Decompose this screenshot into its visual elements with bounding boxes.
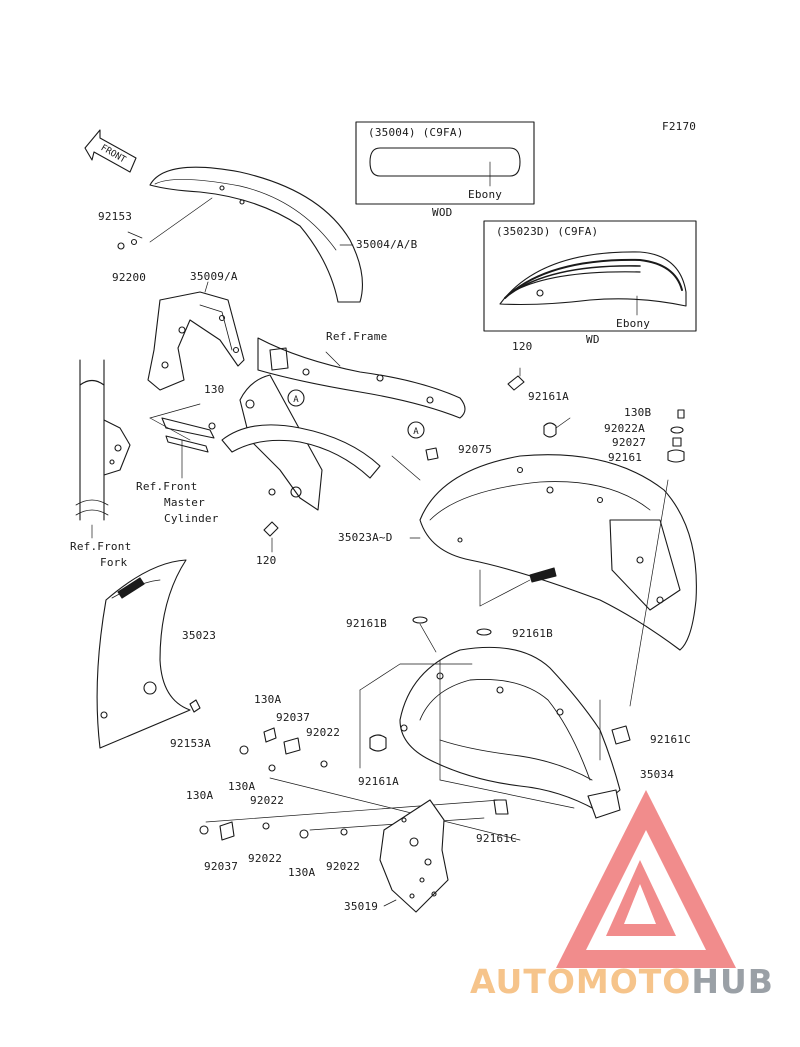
- ref-front-fork-2: Fork: [100, 556, 128, 569]
- part-92022a: 92022A: [604, 422, 645, 435]
- part-92037-1: 92037: [276, 711, 311, 724]
- part-120-top: 120: [512, 340, 533, 353]
- part-130a-3: 130A: [186, 789, 214, 802]
- ref-master-cylinder-2: Master: [164, 496, 205, 509]
- point-a-label-right: A: [413, 427, 419, 437]
- wod-code: (35004) (C9FA): [368, 126, 464, 139]
- part-130: 130: [204, 383, 225, 396]
- watermark-part1: AUTOMOTO: [470, 962, 692, 1001]
- part-92161a-top: 92161A: [528, 390, 569, 403]
- part-35034: 35034: [640, 768, 675, 781]
- part-92153: 92153: [98, 210, 133, 223]
- frame: [221, 337, 466, 511]
- part-92161a-bottom: 92161A: [358, 775, 399, 788]
- part-92027: 92027: [612, 436, 647, 449]
- wod-label: WOD: [432, 206, 453, 219]
- part-92075: 92075: [458, 443, 493, 456]
- part-130a-4: 130A: [288, 866, 316, 879]
- ref-frame: Ref.Frame: [326, 330, 388, 343]
- part-92161c-bottom: 92161C: [476, 832, 517, 845]
- wod-callout-box: [355, 121, 535, 205]
- part-130a-2: 130A: [228, 780, 256, 793]
- front-fork: [75, 359, 131, 539]
- part-120-bottom: 120: [256, 554, 277, 567]
- part-92022-2: 92022: [250, 794, 285, 807]
- ref-master-cylinder-3: Cylinder: [164, 512, 219, 525]
- front-arrow-icon: [84, 129, 137, 173]
- master-cylinder-bracket: [161, 417, 216, 479]
- figure-code: F2170: [662, 120, 697, 133]
- wd-label: WD: [586, 333, 600, 346]
- rear-fender-35023a-d: [409, 454, 697, 651]
- part-92153a: 92153A: [170, 737, 211, 750]
- license-bracket-35019: [379, 799, 449, 913]
- watermark-part2: HUB: [691, 962, 774, 1001]
- part-92161: 92161: [608, 451, 643, 464]
- part-130b: 130B: [624, 406, 652, 419]
- watermark-logo: [556, 790, 736, 968]
- part-92037-2: 92037: [204, 860, 239, 873]
- wd-callout-box: [483, 220, 697, 332]
- ref-front-fork-1: Ref.Front: [70, 540, 132, 553]
- wod-fender-top-view: [369, 147, 521, 177]
- part-92161c-right: 92161C: [650, 733, 691, 746]
- part-92022-3: 92022: [248, 852, 283, 865]
- part-92161b-right: 92161B: [512, 627, 553, 640]
- wd-fender-view: [499, 251, 687, 316]
- ref-master-cylinder-1: Ref.Front: [136, 480, 198, 493]
- part-35004: 35004/A/B: [356, 238, 418, 251]
- part-35009: 35009/A: [190, 270, 238, 283]
- point-a-label-left: A: [293, 395, 299, 405]
- part-92022-4: 92022: [326, 860, 361, 873]
- wd-color: Ebony: [616, 317, 651, 330]
- front-fender-35004: [127, 166, 363, 303]
- wd-code: (35023D) (C9FA): [496, 225, 599, 238]
- fender-bracket-35009: [147, 281, 245, 391]
- part-92022-1: 92022: [306, 726, 341, 739]
- front-inner-fender-35023: [96, 559, 191, 749]
- part-92161b-left: 92161B: [346, 617, 387, 630]
- rear-fender-stay-35034: [399, 646, 621, 819]
- part-130a-1: 130A: [254, 693, 282, 706]
- part-35019: 35019: [344, 900, 379, 913]
- part-92200: 92200: [112, 271, 147, 284]
- part-35023a-d: 35023A~D: [338, 531, 393, 544]
- part-35023: 35023: [182, 629, 217, 642]
- watermark-text: AUTOMOTOHUB: [470, 962, 774, 1001]
- wod-color: Ebony: [468, 188, 503, 201]
